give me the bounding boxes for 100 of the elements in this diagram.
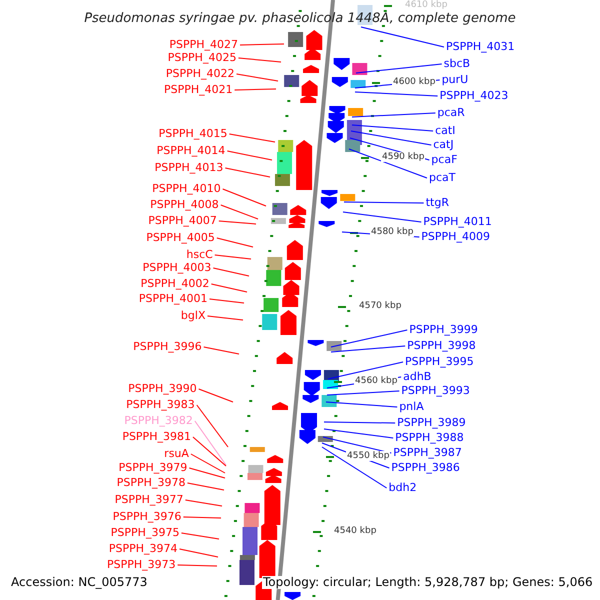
scale-label: 4580 kbp (370, 227, 414, 237)
scale-label: 4590 kbp (381, 152, 426, 162)
gene-label: pcaR (437, 106, 465, 119)
leader-line (214, 254, 252, 260)
leader-line (350, 130, 432, 146)
leader-line (228, 134, 276, 142)
leader-line (212, 268, 250, 276)
gene-label: PSPPH_3975 (110, 526, 180, 539)
leader-line (356, 64, 442, 74)
title: Pseudomonas syringae pv. phaseolicola 1448A, complete genome (83, 12, 517, 25)
gene-label: bdh2 (388, 481, 417, 494)
leader-line (196, 404, 228, 448)
leader-line (216, 238, 254, 248)
leader-line (322, 436, 392, 454)
gene-label: PSPPH_4002 (140, 277, 210, 290)
leader-line (218, 220, 256, 224)
gene-label: PSPPH_4015 (158, 127, 228, 140)
leader-line (224, 168, 270, 178)
leader-line (324, 422, 396, 424)
scale-label: 4550 kbp (346, 451, 390, 461)
scale-label: 4600 kbp (392, 77, 436, 87)
gene-label: PSPPH_4025 (168, 51, 236, 64)
gene-label: PSPPH_3995 (405, 355, 474, 368)
leader-line (194, 420, 226, 466)
leader-line (354, 92, 438, 96)
gene-label: PSPPH_4009 (421, 230, 490, 243)
scale-label: 4570 kbp (358, 301, 402, 311)
leader-line (360, 26, 444, 48)
gene-label: adhB (403, 370, 432, 383)
scale-label: 4560 kbp (354, 376, 398, 386)
gene-label: PSPPH_3981 (122, 430, 191, 443)
gene-label: PSPPH_3993 (401, 384, 470, 397)
gene-label: PSPPH_3977 (114, 493, 184, 506)
leader-line (184, 500, 222, 506)
gene-label: PSPPH_4005 (146, 231, 215, 244)
gene-label: PSPPH_3982 (124, 414, 193, 427)
leader-line (352, 112, 436, 118)
gene-label: PSPPH_3973 (106, 558, 176, 571)
gene-label: PSPPH_4008 (150, 198, 219, 211)
leader-line (226, 150, 272, 160)
leader-line (240, 44, 284, 46)
gene-label: catJ (433, 138, 454, 151)
leader-line (330, 330, 408, 348)
gene-label: PSPPH_4021 (164, 83, 233, 96)
leader-line (238, 58, 282, 62)
gene-label: PSPPH_3986 (391, 461, 460, 474)
leader-line (326, 390, 400, 396)
gene-label: pcaF (431, 153, 458, 166)
leader-line (222, 188, 266, 206)
leader-line (328, 362, 404, 380)
leader-line (220, 204, 258, 220)
leader-line (322, 446, 388, 488)
gene-label: PSPPH_3999 (409, 323, 478, 336)
gene-label: PSPPH_4011 (423, 215, 492, 228)
gene-label: PSPPH_4007 (148, 214, 217, 227)
gene-label: PSPPH_3979 (118, 461, 188, 474)
gene-label: pcaT (428, 171, 456, 184)
gene-label: PSPPH_4014 (156, 144, 226, 157)
gene-label: PSPPH_4031 (446, 40, 515, 53)
gene-label: PSPPH_4022 (166, 67, 235, 80)
gene-label: catI (435, 124, 456, 137)
leader-line (203, 346, 240, 354)
gene-label: PSPPH_3978 (116, 476, 186, 489)
gene-label: PSPPH_3983 (126, 398, 195, 411)
leader-line (348, 148, 428, 178)
gene-label: bglX (180, 309, 206, 322)
leader-line (192, 436, 226, 466)
leader-line (342, 212, 422, 222)
leader-line (190, 454, 226, 474)
gene-label: PSPPH_3998 (407, 339, 476, 352)
gene-label: PSPPH_4010 (152, 182, 221, 195)
gene-label: rsuA (164, 447, 189, 460)
info-text: Accession: NC_005773 (10, 576, 148, 589)
leader-line (186, 482, 224, 490)
leader-line (182, 516, 222, 518)
scale-label: 4610 kbp (404, 0, 448, 10)
gene-label: PSPPH_3974 (108, 542, 178, 555)
leader-line (324, 428, 394, 438)
gene-label: hscC (186, 248, 213, 261)
leader-line (330, 346, 406, 352)
leader-line (236, 74, 278, 82)
leader-line (179, 548, 218, 558)
info-text: Topology: circular; Length: 5,928,787 bp; Genes: 5,066 (262, 576, 594, 589)
leader-line (352, 124, 434, 132)
leader-line (234, 88, 276, 90)
leader-line (344, 202, 424, 204)
gene-label: PSPPH_3987 (393, 446, 462, 459)
gene-label: purU (442, 73, 468, 86)
leader-line (326, 402, 398, 408)
gene-label: PSPPH_4001 (138, 292, 208, 305)
gene-label: sbcB (444, 57, 470, 70)
gene-label: PSPPH_3996 (133, 340, 202, 353)
leader-line (210, 284, 248, 292)
gene-label: PSPPH_4003 (142, 261, 212, 274)
scale-label: 4540 kbp (333, 526, 378, 536)
gene-label: pnlA (399, 400, 424, 413)
gene-label: PSPPH_4023 (440, 89, 508, 102)
leader-line (209, 298, 244, 304)
gene-label: PSPPH_3989 (397, 416, 466, 429)
leader-line (198, 388, 234, 402)
